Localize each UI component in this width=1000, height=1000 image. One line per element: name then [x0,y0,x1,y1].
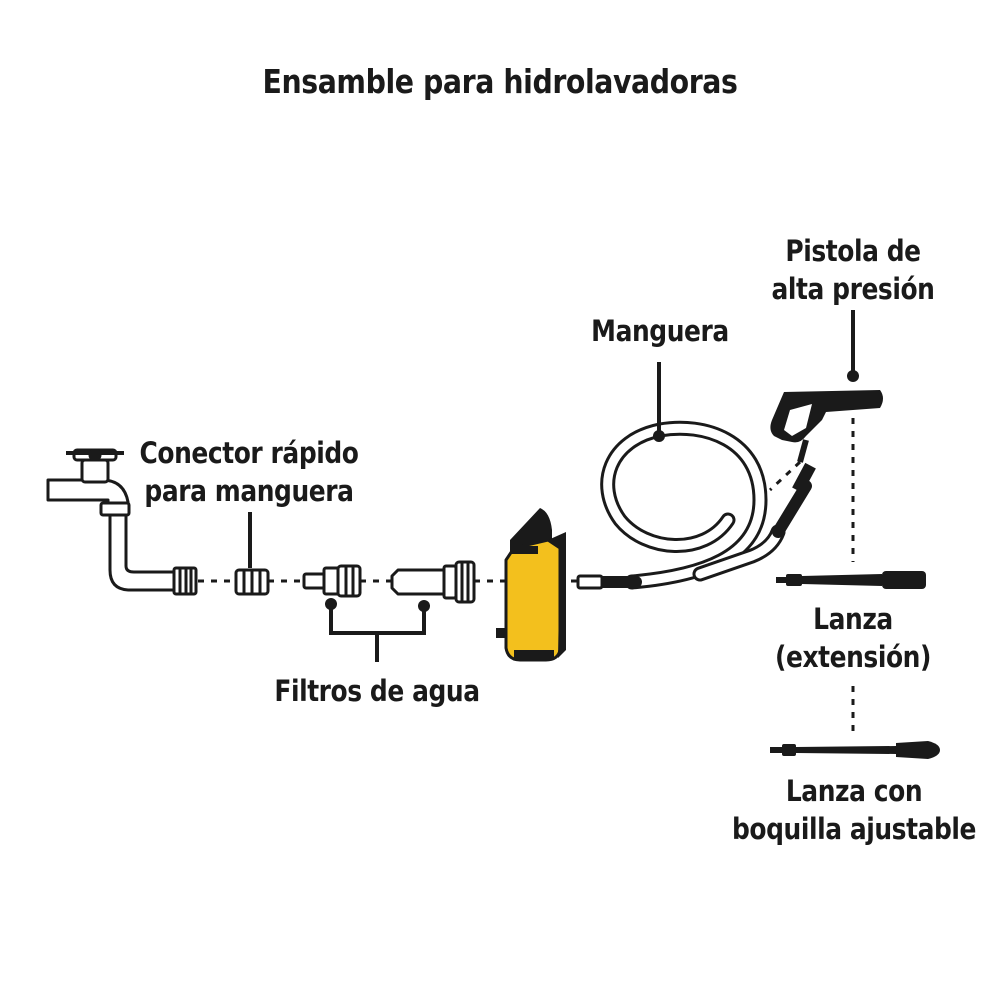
label-pistola: Pistola de alta presión [750,232,956,308]
filters-bracket [329,600,426,662]
label-pistola-line-1: Pistola de [785,234,921,268]
filter-2-icon [390,560,476,604]
filter-1-icon [302,564,362,598]
label-lanza-boquilla: Lanza con boquilla ajustable [732,772,976,848]
dashed-connectors [198,418,855,738]
label-manguera: Manguera [591,314,729,348]
label-filtros: Filtros de agua [274,674,480,708]
hose-icon [576,420,812,590]
label-lanza-ext-line-2: (extensión) [775,640,931,674]
label-pistola-line-2: alta presión [771,272,935,306]
label-lanza-ext-line-1: Lanza [813,602,893,636]
quick-connector-icon [234,568,270,596]
label-lanza-boquilla-line-1: Lanza con [785,774,923,808]
pressure-washer-icon [496,508,566,662]
lance-nozzle-icon [770,741,940,759]
lance-extension-icon [776,571,926,589]
label-conector-rapido: Conector rápido para manguera [124,434,373,510]
label-lanza-boquilla-line-2: boquilla ajustable [731,812,977,846]
diagram-title: Ensamble para hidrolavadoras [262,62,738,101]
label-conector-line-2: para manguera [144,474,354,508]
label-conector-line-1: Conector rápido [139,436,359,470]
label-lanza-extension: Lanza (extensión) [754,600,952,676]
spray-gun-icon [770,390,883,494]
faucet-icon [46,448,198,596]
